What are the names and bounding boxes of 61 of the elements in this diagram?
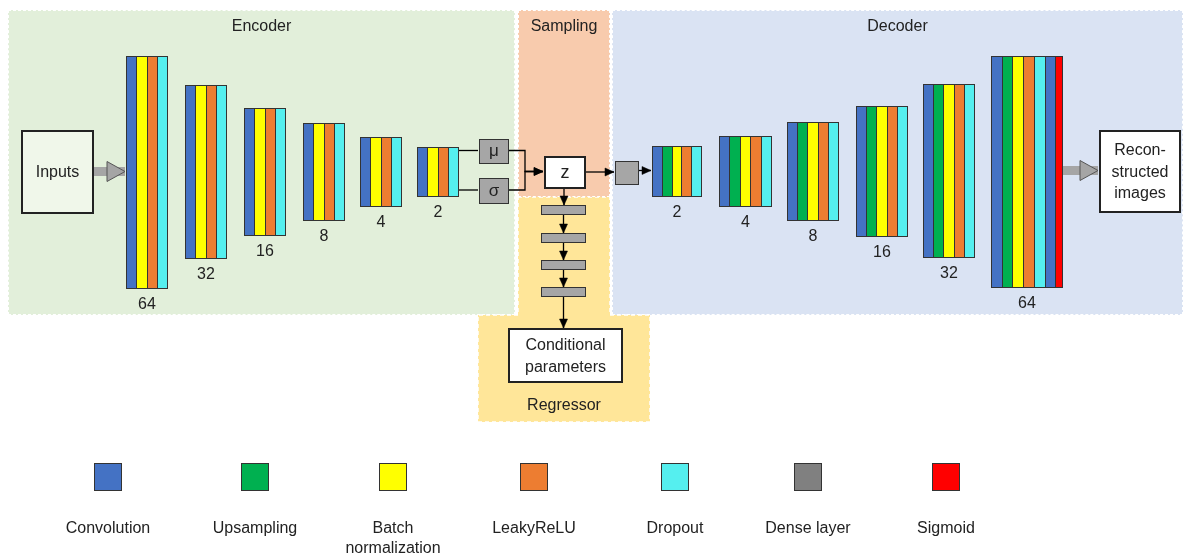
arrow — [584, 167, 615, 177]
arrow — [559, 296, 568, 329]
layer-size-label: 32 — [196, 265, 216, 283]
legend-label: Upsampling — [211, 518, 299, 538]
dense-box — [541, 233, 586, 243]
layer-block — [126, 56, 168, 289]
dense-box — [541, 260, 586, 270]
legend-label: Dense layer — [764, 518, 852, 538]
arrow — [559, 187, 569, 206]
arrow — [559, 214, 568, 234]
connector-line — [457, 189, 479, 191]
layer-block — [303, 123, 345, 221]
region-panel — [518, 10, 610, 197]
layer-block — [719, 136, 772, 207]
layer-size-label: 2 — [432, 203, 444, 221]
layer-block — [787, 122, 839, 221]
layer-size-label: 64 — [137, 295, 157, 313]
layer-size-label: 16 — [255, 242, 275, 260]
arrow — [559, 269, 568, 288]
layer-block — [185, 85, 227, 259]
region-panel — [612, 10, 1183, 315]
layer-size-label: 4 — [740, 213, 751, 231]
arrow — [637, 166, 652, 175]
legend-label: Dropout — [645, 518, 705, 538]
dense-box — [541, 205, 586, 215]
dense-box — [541, 287, 586, 297]
layer-size-label: 4 — [375, 213, 387, 231]
layer-block — [244, 108, 286, 236]
connector-line — [457, 149, 479, 152]
process-box: Inputs — [21, 130, 94, 214]
region-title: Decoder — [866, 17, 929, 35]
process-box: Recon- structed images — [1099, 130, 1181, 213]
dense-box — [615, 161, 639, 185]
block-arrow — [1062, 160, 1099, 181]
layer-block — [652, 146, 702, 197]
layer-block — [856, 106, 908, 237]
dense-box: σ — [479, 178, 509, 204]
layer-size-label: 16 — [872, 243, 892, 261]
block-arrow — [93, 161, 126, 182]
arrow — [559, 242, 568, 261]
region-panel — [8, 10, 515, 315]
layer-size-label: 8 — [807, 227, 819, 245]
region-title: Regressor — [526, 396, 602, 414]
dense-box: μ — [479, 139, 509, 164]
layer-size-label: 64 — [1017, 294, 1037, 312]
layer-block — [991, 56, 1063, 288]
legend-label: LeakyReLU — [491, 518, 577, 538]
layer-size-label: 2 — [671, 203, 683, 221]
process-box: Conditional parameters — [508, 328, 623, 383]
layer-block — [417, 147, 459, 197]
region-title: Sampling — [529, 17, 599, 35]
layer-size-label: 8 — [318, 227, 330, 245]
layer-size-label: 32 — [939, 264, 959, 282]
layer-block — [923, 84, 975, 258]
process-box: z — [544, 156, 586, 189]
legend-label: Sigmoid — [916, 518, 976, 538]
arrow — [507, 167, 544, 191]
legend-label: Convolution — [64, 518, 152, 538]
region-title: Encoder — [230, 17, 293, 35]
layer-block — [360, 137, 402, 207]
legend-label: Batch normalization — [344, 518, 442, 558]
